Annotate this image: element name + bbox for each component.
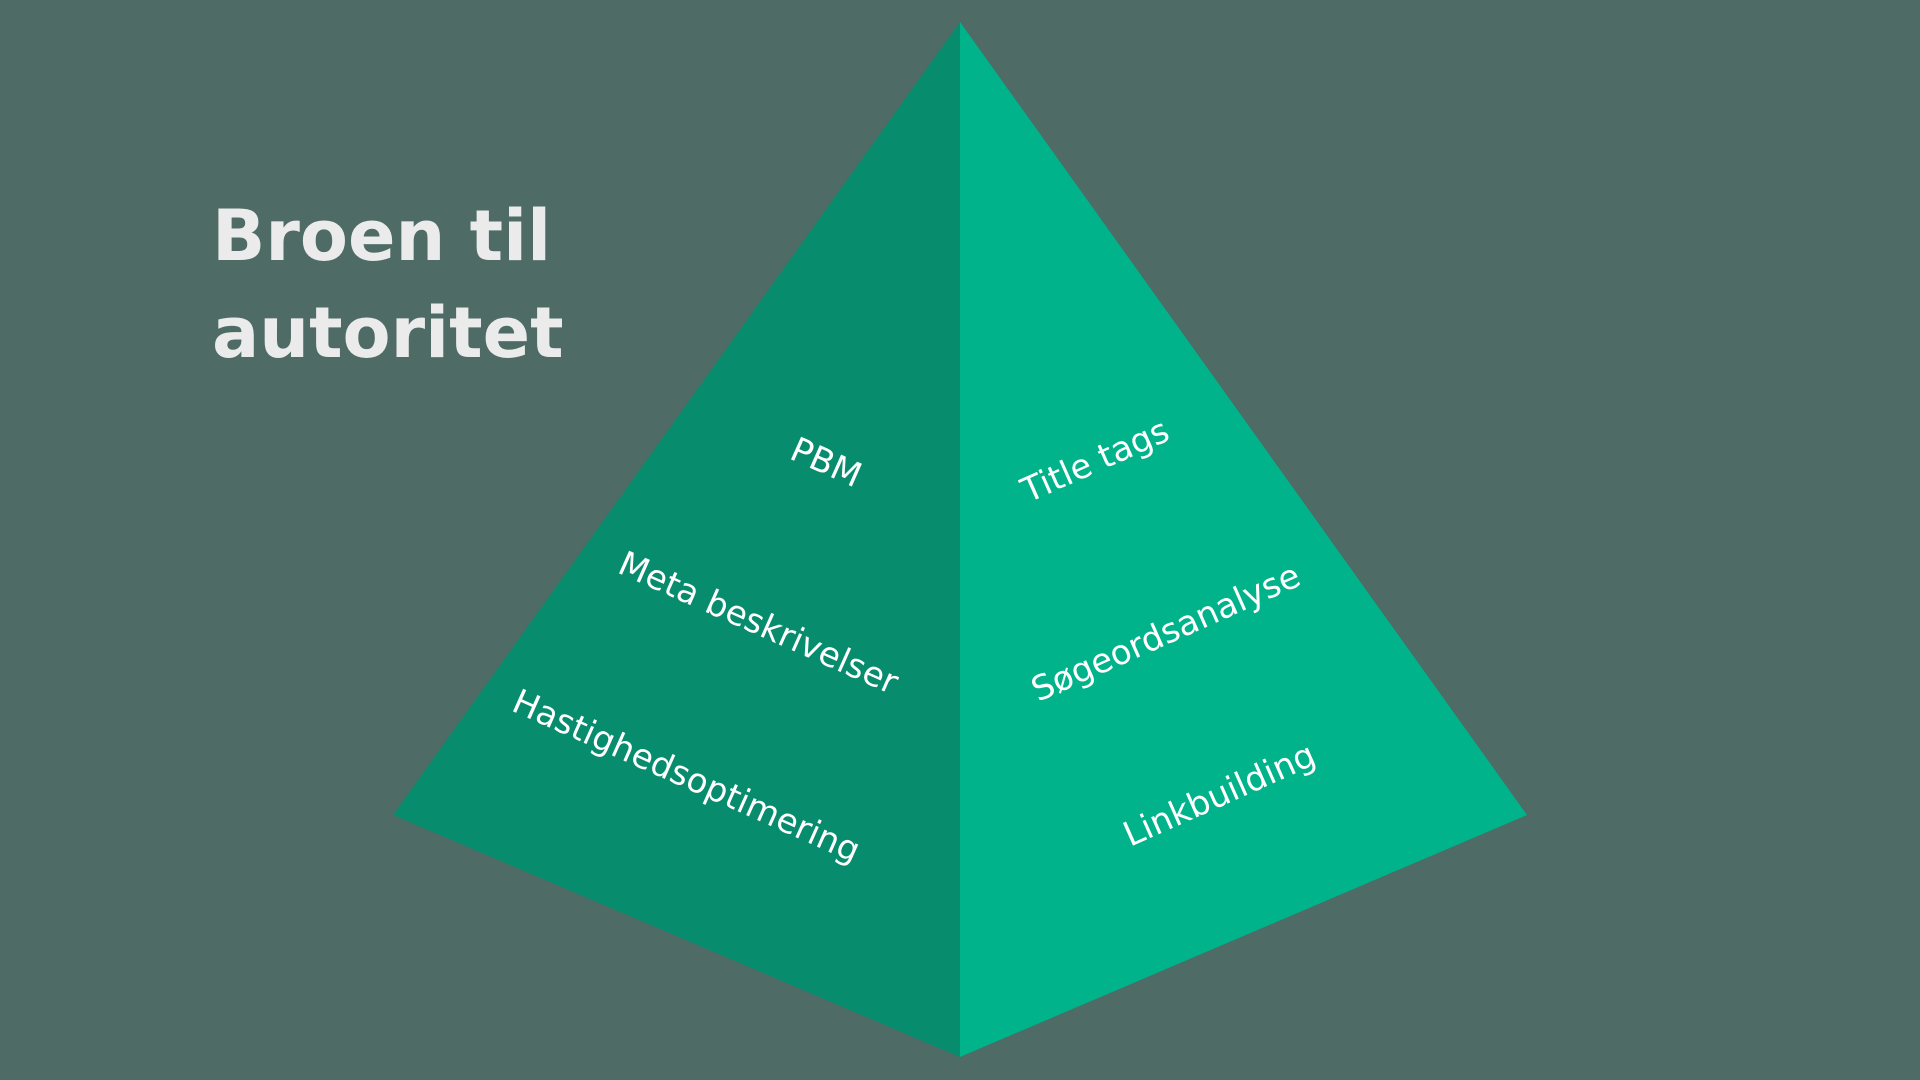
page-title: Broen til autoritet — [212, 195, 564, 374]
pyramid-left-face — [393, 22, 960, 1057]
pyramid-right-face — [960, 22, 1527, 1057]
